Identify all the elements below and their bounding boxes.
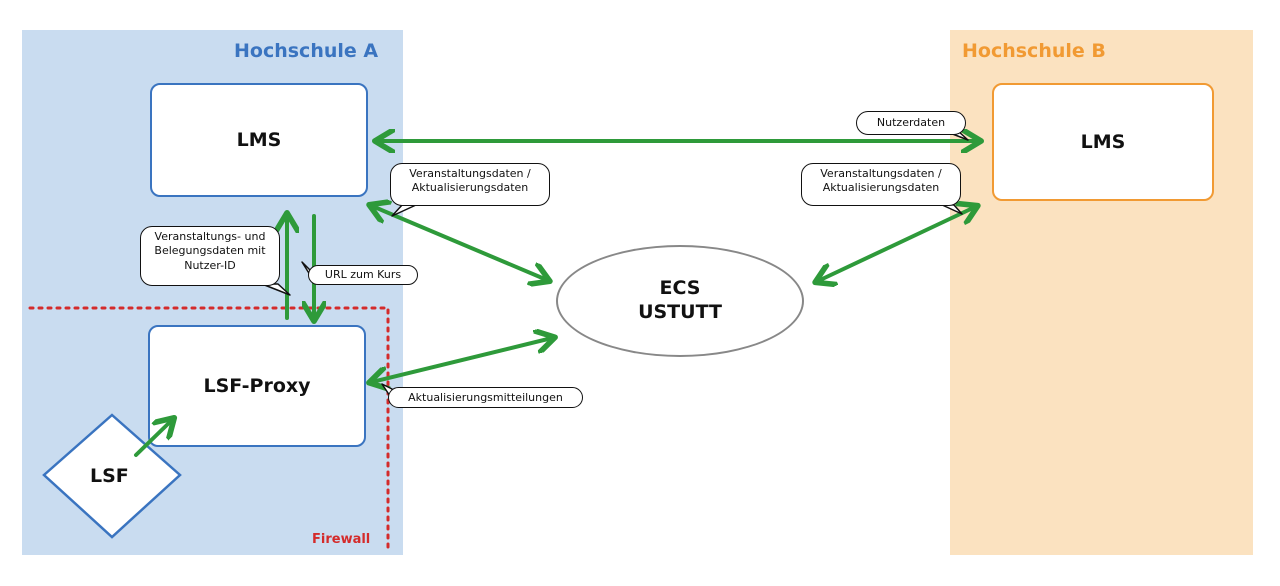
lms-a-node: LMS [150,83,368,197]
lms-b-node: LMS [992,83,1214,201]
callout-belegungsdaten: Veranstaltungs- und Belegungsdaten mit N… [140,226,280,286]
firewall-line [28,306,390,554]
ecs-label-line2: USTUTT [638,301,722,323]
zone-b-title: Hochschule B [962,40,1106,62]
arrow-lms-b-ecs [818,207,975,281]
lsf-proxy-node: LSF-Proxy [148,325,366,447]
arrow-lsf-to-proxy [134,420,172,457]
arrow-lms-a-ecs [372,206,547,280]
callout-veranstaltungsdaten-right: Veranstaltungsdaten / Aktualisierungsdat… [801,163,961,206]
lsf-label: LSF [90,465,129,487]
ecs-node: ECS USTUTT [556,245,804,357]
arrow-proxy-ecs [372,338,552,382]
ecs-label-line1: ECS [659,277,701,300]
callout-aktualisierungsmitteilungen: Aktualisierungsmitteilungen [388,387,583,408]
lsf-proxy-label: LSF-Proxy [203,375,311,397]
callout-veranstaltungsdaten-left: Veranstaltungsdaten / Aktualisierungsdat… [390,163,550,206]
firewall-label: Firewall [312,532,371,547]
zone-a-title: Hochschule A [234,40,379,62]
lms-a-label: LMS [236,129,282,151]
lms-b-label: LMS [1080,131,1126,153]
callout-nutzerdaten: Nutzerdaten [856,111,966,135]
callout-url-zum-kurs: URL zum Kurs [308,265,418,285]
